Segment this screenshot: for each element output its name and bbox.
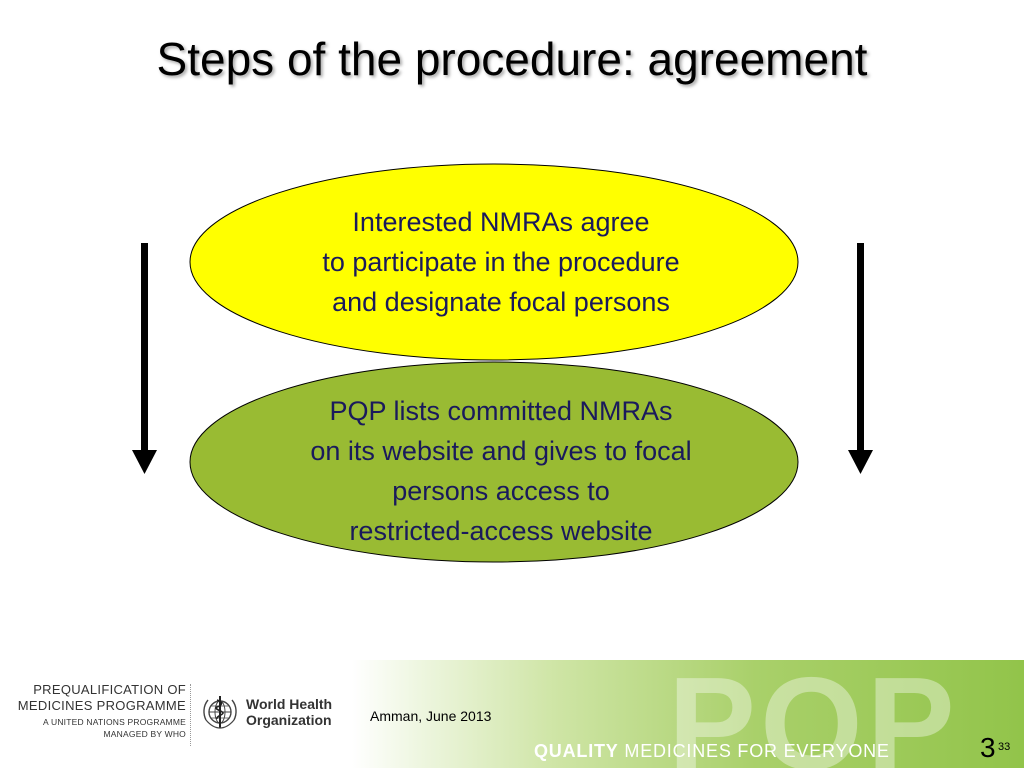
process-diagram: [132, 163, 873, 563]
step-1-text: Interested NMRAs agree to participate in…: [196, 202, 806, 322]
slide-title: Steps of the procedure: agreement: [156, 33, 868, 85]
step-2-line-4: restricted-access website: [349, 516, 653, 546]
programme-line-2: MEDICINES PROGRAMME: [17, 698, 186, 713]
left-down-arrow-icon: [132, 243, 157, 474]
step-1-line-1: Interested NMRAs agree: [352, 207, 650, 237]
presentation-date: Amman, June 2013: [370, 708, 492, 724]
step-1-line-2: to participate in the procedure: [322, 247, 680, 277]
step-2-line-3: persons access to: [392, 476, 610, 506]
right-down-arrow-icon: [848, 243, 873, 474]
who-name: World Health Organization: [246, 696, 332, 728]
step-2-ellipse: [189, 361, 799, 563]
footer-tagline: QUALITY MEDICINES FOR EVERYONE: [534, 741, 890, 762]
pqp-watermark: PQP: [668, 650, 959, 768]
tagline-bold: QUALITY: [534, 741, 619, 761]
page-number-small: 33: [998, 741, 1011, 753]
who-name-line-1: World Health: [246, 696, 333, 712]
step-2-line-2: on its website and gives to focal: [310, 436, 692, 466]
footer: [0, 660, 1024, 768]
who-name-line-2: Organization: [246, 712, 332, 728]
programme-line-4: MANAGED BY WHO: [103, 729, 186, 739]
step-2-line-1: PQP lists committed NMRAs: [329, 396, 673, 426]
footer-logo-area: [0, 660, 352, 768]
footer-divider: [190, 684, 191, 746]
step-2-text: PQP lists committed NMRAs on its website…: [196, 391, 806, 551]
step-1-line-3: and designate focal persons: [332, 287, 670, 317]
tagline-rest: MEDICINES FOR EVERYONE: [618, 741, 890, 761]
step-1-ellipse: [189, 163, 799, 361]
page-number: 3: [980, 732, 996, 763]
who-emblem-icon: [203, 696, 237, 729]
programme-line-1: PREQUALIFICATION OF: [33, 682, 186, 697]
footer-green-band: [352, 660, 1024, 768]
programme-logo-text: PREQUALIFICATION OF MEDICINES PROGRAMME …: [14, 682, 186, 740]
programme-line-3: A UNITED NATIONS PROGRAMME: [43, 717, 186, 727]
